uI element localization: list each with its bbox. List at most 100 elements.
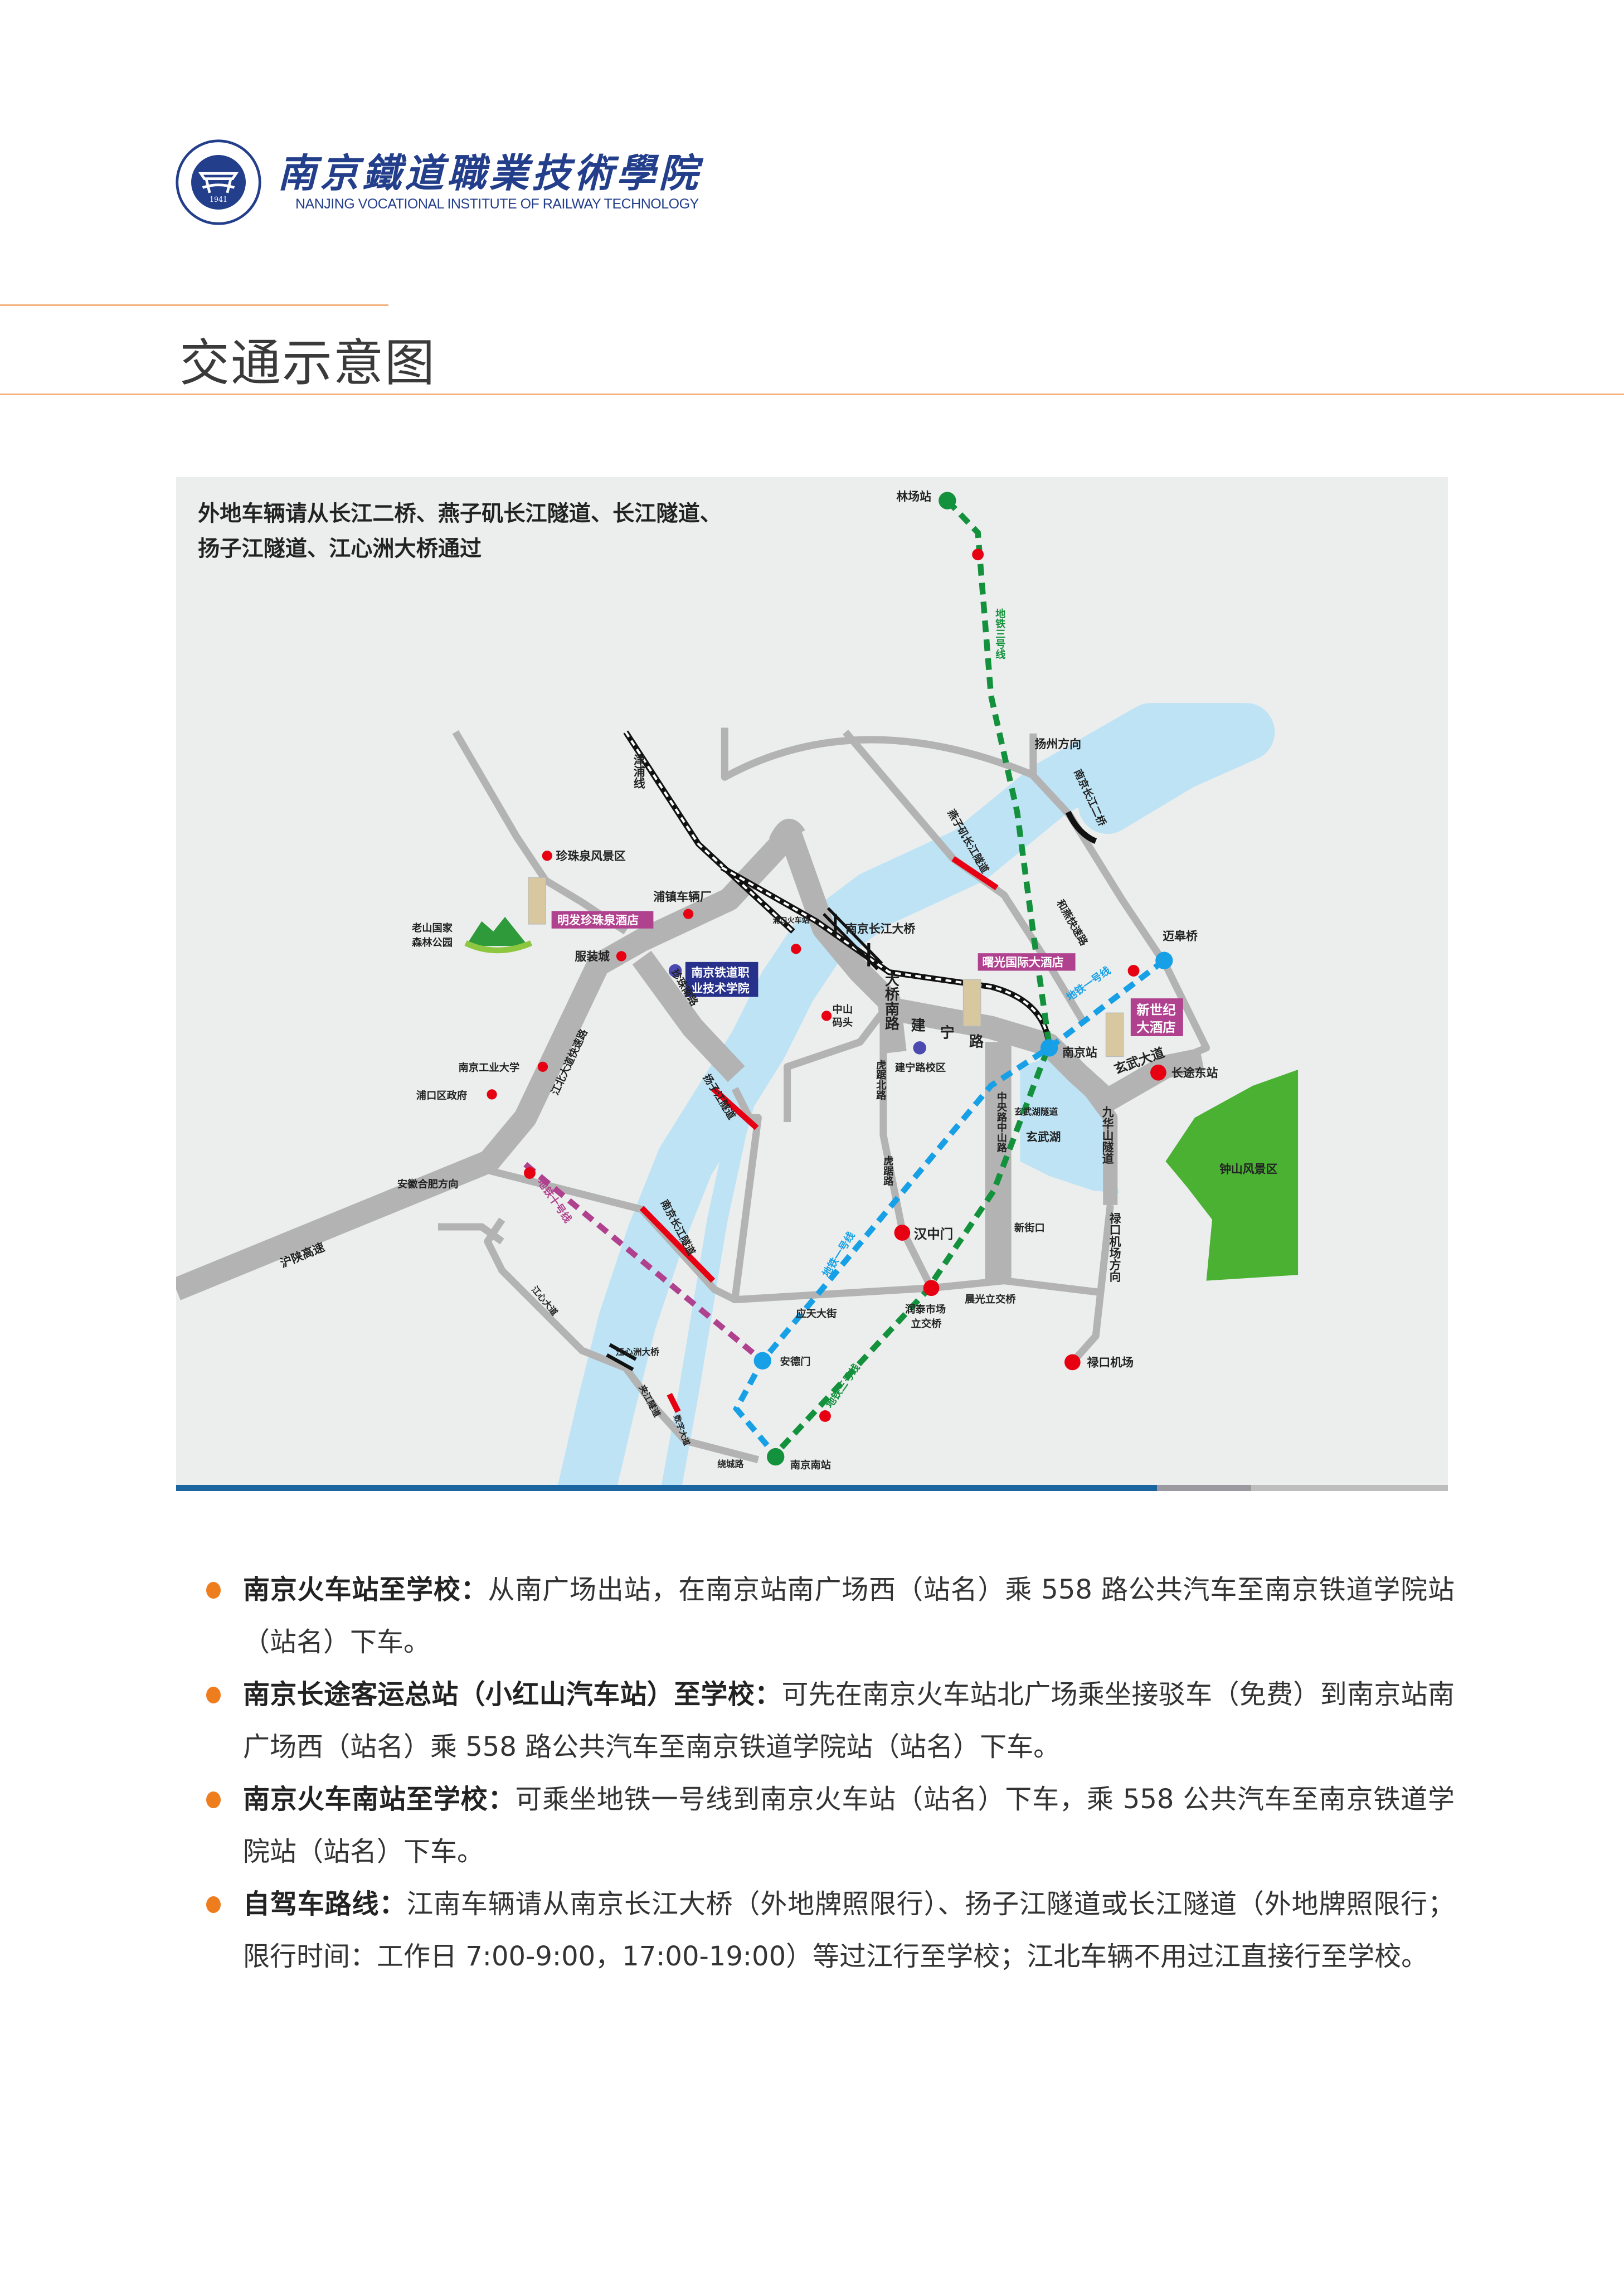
hotel-building-icon: [962, 979, 981, 1027]
station-andemen: [753, 1352, 771, 1370]
direction-item-self-drive: 自驾车路线：江南车辆请从南京长江大桥（外地牌照限行）、扬子江隧道或长江隧道（外地…: [206, 1878, 1455, 1983]
road-loop: [769, 818, 805, 844]
label-zhongshan-pier-2: 码头: [833, 1017, 853, 1029]
label-daqiao-south: 大桥南路: [882, 972, 899, 1030]
label-lukou-dir: 禄口机场方向: [1108, 1212, 1121, 1282]
footer-bar-dark: [1157, 1485, 1251, 1491]
school-box: [685, 962, 758, 997]
hotel-xinshiji-box: [1130, 998, 1183, 1036]
metro-line-3: [772, 498, 1052, 1458]
label-metro3-north: 地铁三号线: [994, 608, 1005, 659]
hotel-mingfa-box: [551, 911, 654, 929]
divider-bottom: [0, 394, 1624, 395]
bullet-icon: [206, 1687, 221, 1703]
station-nanjing: [1040, 1039, 1058, 1057]
seal-year: 1941: [210, 195, 227, 203]
footer-bar-light: [1251, 1485, 1448, 1491]
label-laoshan-2: 森林公园: [412, 936, 453, 949]
metro-line-1: [732, 958, 1166, 1458]
bullet-icon: [206, 1791, 221, 1808]
map-notice-line2: 扬子江隧道、江心洲大桥通过: [198, 536, 482, 561]
hotel-building-icon: [1105, 1012, 1124, 1057]
label-runtai-1: 润泰市场: [905, 1303, 946, 1315]
direction-text: 可先在南京火车站北广场乘坐接驳车（免费）到南京站南广场西（站名）乘 558 路公…: [243, 1679, 1455, 1763]
label-pukou-station: 浦口火车站: [773, 916, 809, 925]
traffic-map: 外地车辆请从长江二桥、燕子矶长江隧道、长江隧道、 扬子江隧道、江心洲大桥通过 林…: [176, 477, 1448, 1490]
label-hujubei: 虎踞北路: [874, 1059, 886, 1101]
hotel-building-icon: [528, 877, 546, 925]
label-nanjing-south: 南京南站: [790, 1459, 831, 1471]
label-hotel-xinshiji-1: 新世纪: [1136, 1002, 1176, 1018]
station-linchang: [939, 492, 956, 509]
label-jinpu: 津浦线: [632, 754, 645, 789]
label-hotel-xinshiji-2: 大酒店: [1136, 1019, 1175, 1035]
label-xuanwu-tunnel: 玄武湖隧道: [1014, 1106, 1058, 1117]
label-huju: 虎踞路: [882, 1155, 893, 1187]
label-zhongshan-pier-1: 中山: [833, 1003, 853, 1016]
label-jianning-2: 宁: [940, 1025, 955, 1042]
label-jiangxinzhou-bridge: 江心洲大桥: [616, 1347, 660, 1357]
label-laoshan-1: 老山国家: [411, 922, 453, 934]
label-yingtian: 应天大街: [796, 1308, 837, 1320]
label-xinjiekou: 新街口: [1014, 1222, 1045, 1234]
label-yangtze-bridge: 南京长江大桥: [845, 922, 915, 936]
label-hotel-shuguang: 曙光国际大酒店: [982, 956, 1063, 969]
campus-icon: [913, 1041, 926, 1055]
bullet-icon: [206, 1896, 221, 1913]
direction-title: 南京火车南站至学校：: [243, 1784, 516, 1815]
label-long-distance-east: 长途东站: [1171, 1066, 1218, 1080]
label-linchang: 林场站: [896, 490, 931, 503]
footer-bar-blue: [176, 1485, 1157, 1491]
major-roads: [176, 826, 1204, 1300]
label-anhui-hefei: 安徽合肥方向: [397, 1178, 459, 1191]
yangtze-river: [557, 703, 1275, 1490]
directions-list: 南京火车站至学校：从南广场出站，在南京站南广场西（站名）乘 558 路公共汽车至…: [206, 1564, 1455, 1983]
label-maigaoqiao: 迈皋桥: [1163, 930, 1198, 943]
label-andemen: 安德门: [780, 1356, 811, 1368]
label-heyan: 和燕快速路: [1054, 897, 1090, 948]
direction-title: 自驾车路线：: [243, 1888, 407, 1920]
label-nanjing-station: 南京站: [1062, 1046, 1097, 1060]
tunnel-markers: [639, 856, 999, 1413]
label-jianning-3: 路: [969, 1033, 984, 1050]
direction-title: 南京火车站至学校：: [243, 1574, 488, 1605]
label-jiuhuashan: 九华山隧道: [1101, 1106, 1114, 1164]
poi-markers: [487, 851, 1166, 1371]
school-seal-logo: 1941: [176, 139, 261, 225]
label-hotel-mingfa: 明发珍珠泉酒店: [557, 914, 639, 927]
traffic-map-svg: 外地车辆请从长江二桥、燕子矶长江隧道、长江隧道、 扬子江隧道、江心洲大桥通过 林…: [176, 490, 1299, 1490]
mountain-park-icon: [464, 916, 533, 954]
station-maigaoqiao: [1155, 951, 1173, 969]
station-nanjing-south: [767, 1448, 785, 1466]
label-runtai-2: 立交桥: [911, 1318, 942, 1330]
hotel-shuguang-box: [978, 953, 1076, 971]
map-notice-line1: 外地车辆请从长江二桥、燕子矶长江隧道、长江隧道、: [198, 502, 722, 527]
label-chenguang: 晨光立交桥: [965, 1293, 1016, 1305]
label-school-1: 南京铁道职: [691, 966, 750, 979]
label-jianning-1: 建: [911, 1018, 926, 1035]
label-zhongshan-scenic: 钟山风景区: [1219, 1162, 1277, 1176]
label-puzhen: 浦镇车辆厂: [653, 890, 711, 904]
label-jianning-campus: 建宁路校区: [895, 1062, 946, 1074]
label-nj-tech: 南京工业大学: [459, 1062, 520, 1074]
label-school-2: 业技术学院: [691, 982, 750, 996]
direction-title: 南京长途客运总站（小红山汽车站）至学校：: [243, 1679, 782, 1710]
direction-text: 江南车辆请从南京长江大桥（外地牌照限行）、扬子江隧道或长江隧道（外地牌照限行；限…: [243, 1888, 1455, 1972]
label-raocheng: 绕城路: [717, 1459, 743, 1469]
yangtze-bridge-icon: [823, 907, 883, 970]
school-name-en: NANJING VOCATIONAL INSTITUTE OF RAILWAY …: [295, 196, 699, 212]
label-lukou: 禄口机场: [1087, 1356, 1134, 1370]
label-jiajiang-tunnel: 夹江隧道: [637, 1383, 663, 1419]
direction-item-south-station: 南京火车南站至学校：可乘坐地铁一号线到南京火车站（站名）下车，乘 558 公共汽…: [206, 1773, 1455, 1878]
page-title: 交通示意图: [179, 334, 436, 392]
zhongshan-park-area: [1165, 1070, 1299, 1281]
school-icon: [668, 964, 682, 978]
metro-line-10: [523, 1162, 765, 1363]
direction-item-bus-station: 南京长途客运总站（小红山汽车站）至学校：可先在南京火车站北广场乘坐接驳车（免费）…: [206, 1668, 1455, 1773]
direction-text: 可乘坐地铁一号线到南京火车站（站名）下车，乘 558 公共汽车至南京铁道学院站（…: [243, 1784, 1455, 1867]
label-yangzhou: 扬州方向: [1034, 737, 1081, 751]
label-xuanwu-lake: 玄武湖: [1026, 1130, 1061, 1144]
label-metro3-south: 地铁三号线: [823, 1362, 862, 1410]
label-zhenzhuquan: 珍珠泉风景区: [556, 849, 625, 863]
metro-logo-icon: [524, 548, 1140, 1422]
